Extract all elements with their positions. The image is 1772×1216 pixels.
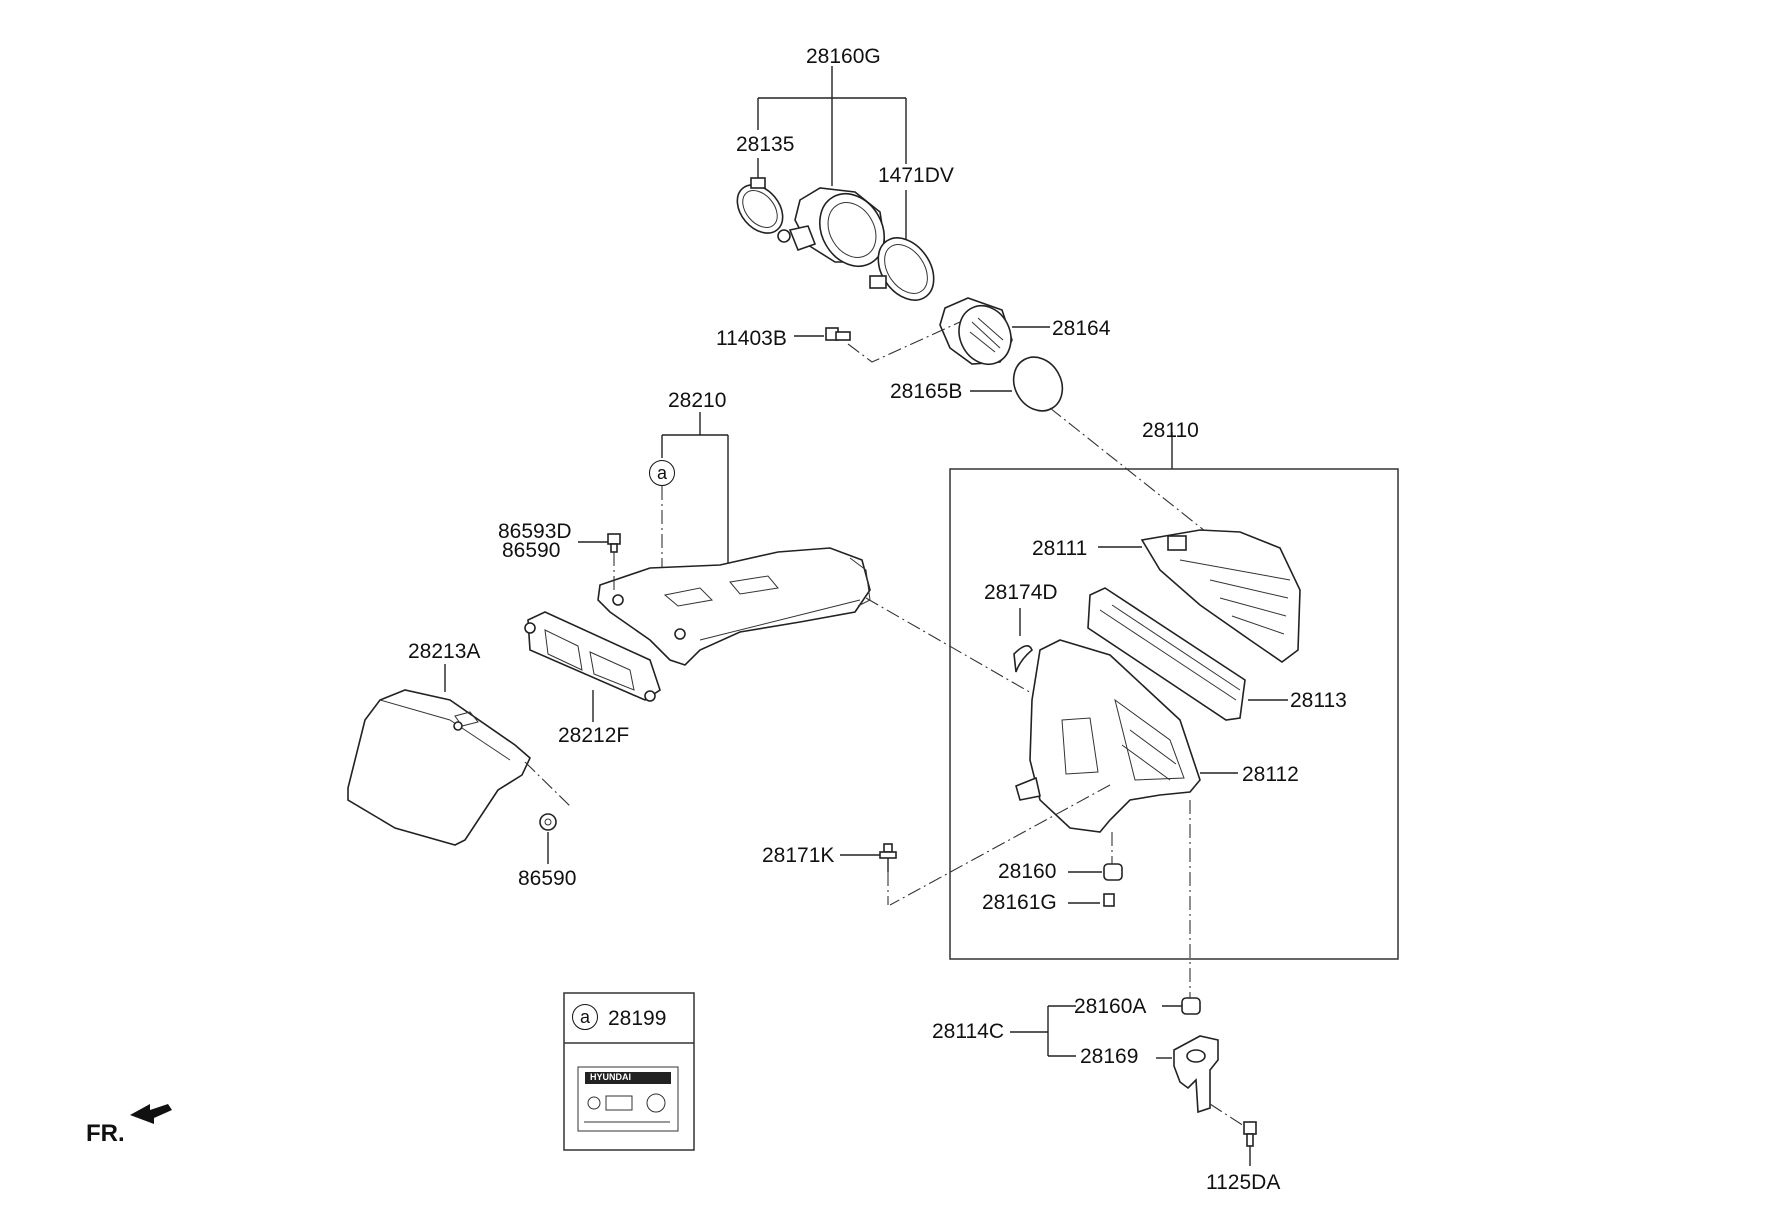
label-28210: 28210 [668, 389, 727, 412]
o-ring-28165B [970, 356, 1211, 536]
air-cleaner-body-28112 [889, 639, 1238, 998]
label-28160G: 28160G [806, 45, 881, 68]
intake-duct-28164 [939, 297, 1050, 365]
label-86593D: 86593D [498, 520, 572, 543]
reference-marker-a-box: a [572, 1004, 598, 1030]
label-28169: 28169 [1080, 1045, 1139, 1068]
air-cleaner-assembly-box [949, 432, 1399, 960]
label-28164: 28164 [1052, 317, 1111, 340]
label-1125DA: 1125DA [1206, 1171, 1281, 1194]
label-28114C: 28114C [932, 1020, 1005, 1043]
clip-86590-lower [539, 813, 557, 864]
label-28161G: 28161G [982, 891, 1057, 914]
bolt-28171K [840, 843, 897, 905]
label-28171K: 28171K [762, 844, 835, 867]
air-cleaner-cover-28111 [1098, 529, 1301, 663]
label-86590-upper: 86590 [502, 539, 561, 562]
label-box-28199 [563, 992, 695, 1151]
cover-28213A [347, 664, 573, 846]
bracket-28160G [757, 66, 907, 244]
grommet-28160 [1068, 832, 1123, 881]
label-86590-lower: 86590 [518, 867, 577, 890]
sticker-brand: HYUNDAI [590, 1072, 632, 1082]
front-direction-arrow-icon [130, 1104, 172, 1124]
clip-28174D [1013, 608, 1033, 673]
label-11403B: 11403B [716, 327, 787, 350]
hose-clamp-1471DV [869, 237, 935, 301]
label-28174D: 28174D [984, 581, 1058, 604]
air-flow-sensor-housing [777, 187, 886, 267]
label-28111: 28111 [1032, 537, 1088, 560]
label-28112: 28112 [1242, 763, 1299, 786]
label-28160A: 28160A [1074, 995, 1147, 1018]
bolt-11403B [794, 321, 961, 363]
resonator-28212F [524, 611, 661, 722]
bracket-28114C [1010, 1005, 1182, 1059]
label-28113: 28113 [1290, 689, 1347, 712]
air-intake-duct-28210 [597, 547, 1041, 699]
hose-clamp-28135 [736, 177, 784, 234]
label-28212F: 28212F [558, 724, 630, 747]
bolt-1125DA [1243, 1121, 1257, 1166]
label-28110: 28110 [1142, 419, 1199, 442]
bracket-28169 [1173, 1035, 1245, 1127]
clip-86593D [578, 533, 621, 594]
label-28135: 28135 [736, 133, 795, 156]
reference-marker-a: a [649, 460, 675, 486]
label-28160: 28160 [998, 860, 1057, 883]
label-28165B: 28165B [890, 380, 963, 403]
air-filter-element-28113 [1087, 587, 1288, 721]
label-1471DV: 1471DV [878, 164, 954, 187]
label-28213A: 28213A [408, 640, 481, 663]
grommet-28160A [1181, 997, 1201, 1015]
pin-28161G [1068, 893, 1115, 907]
front-label: FR. [86, 1120, 125, 1147]
label-28199: 28199 [608, 1007, 667, 1030]
